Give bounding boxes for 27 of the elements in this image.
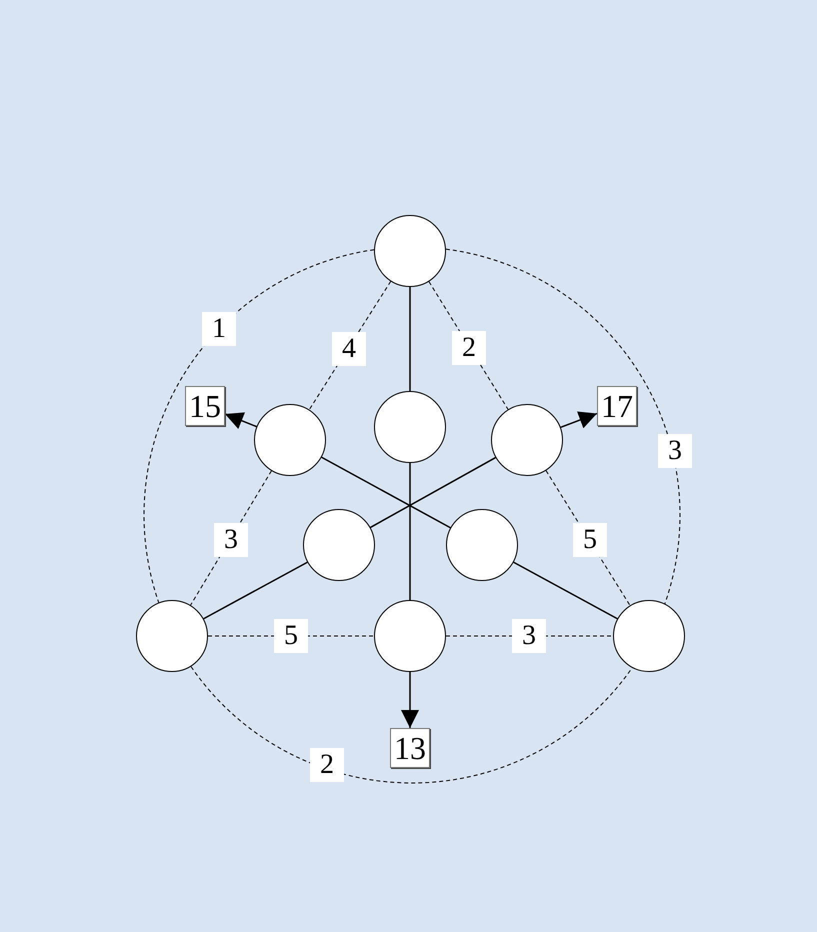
- edge-label: 5: [573, 523, 607, 557]
- line: [513, 562, 618, 620]
- dashed-line: [190, 666, 633, 784]
- number-box: 15: [185, 386, 225, 426]
- line: [409, 463, 411, 600]
- empty-circle: [491, 404, 563, 476]
- edge-label: 3: [512, 619, 546, 653]
- dashed-line: [445, 248, 680, 604]
- edge-label: 1: [202, 312, 236, 346]
- arrow: [401, 672, 419, 728]
- edge-label: 4: [332, 332, 366, 366]
- edge-label: 5: [274, 619, 308, 653]
- edge-label: 3: [658, 434, 692, 468]
- edge-label: 2: [310, 748, 344, 782]
- line: [409, 287, 411, 391]
- empty-circle: [136, 600, 208, 672]
- dashed-line: [144, 249, 375, 603]
- empty-circle: [254, 404, 326, 476]
- arrow: [224, 412, 257, 430]
- number-box: 13: [390, 728, 430, 768]
- edge-label: 3: [214, 523, 248, 557]
- number-box: 17: [597, 386, 637, 426]
- line: [321, 456, 451, 528]
- arrow: [560, 412, 598, 428]
- line: [370, 456, 496, 528]
- line: [203, 562, 308, 620]
- edge-label: 2: [452, 331, 486, 365]
